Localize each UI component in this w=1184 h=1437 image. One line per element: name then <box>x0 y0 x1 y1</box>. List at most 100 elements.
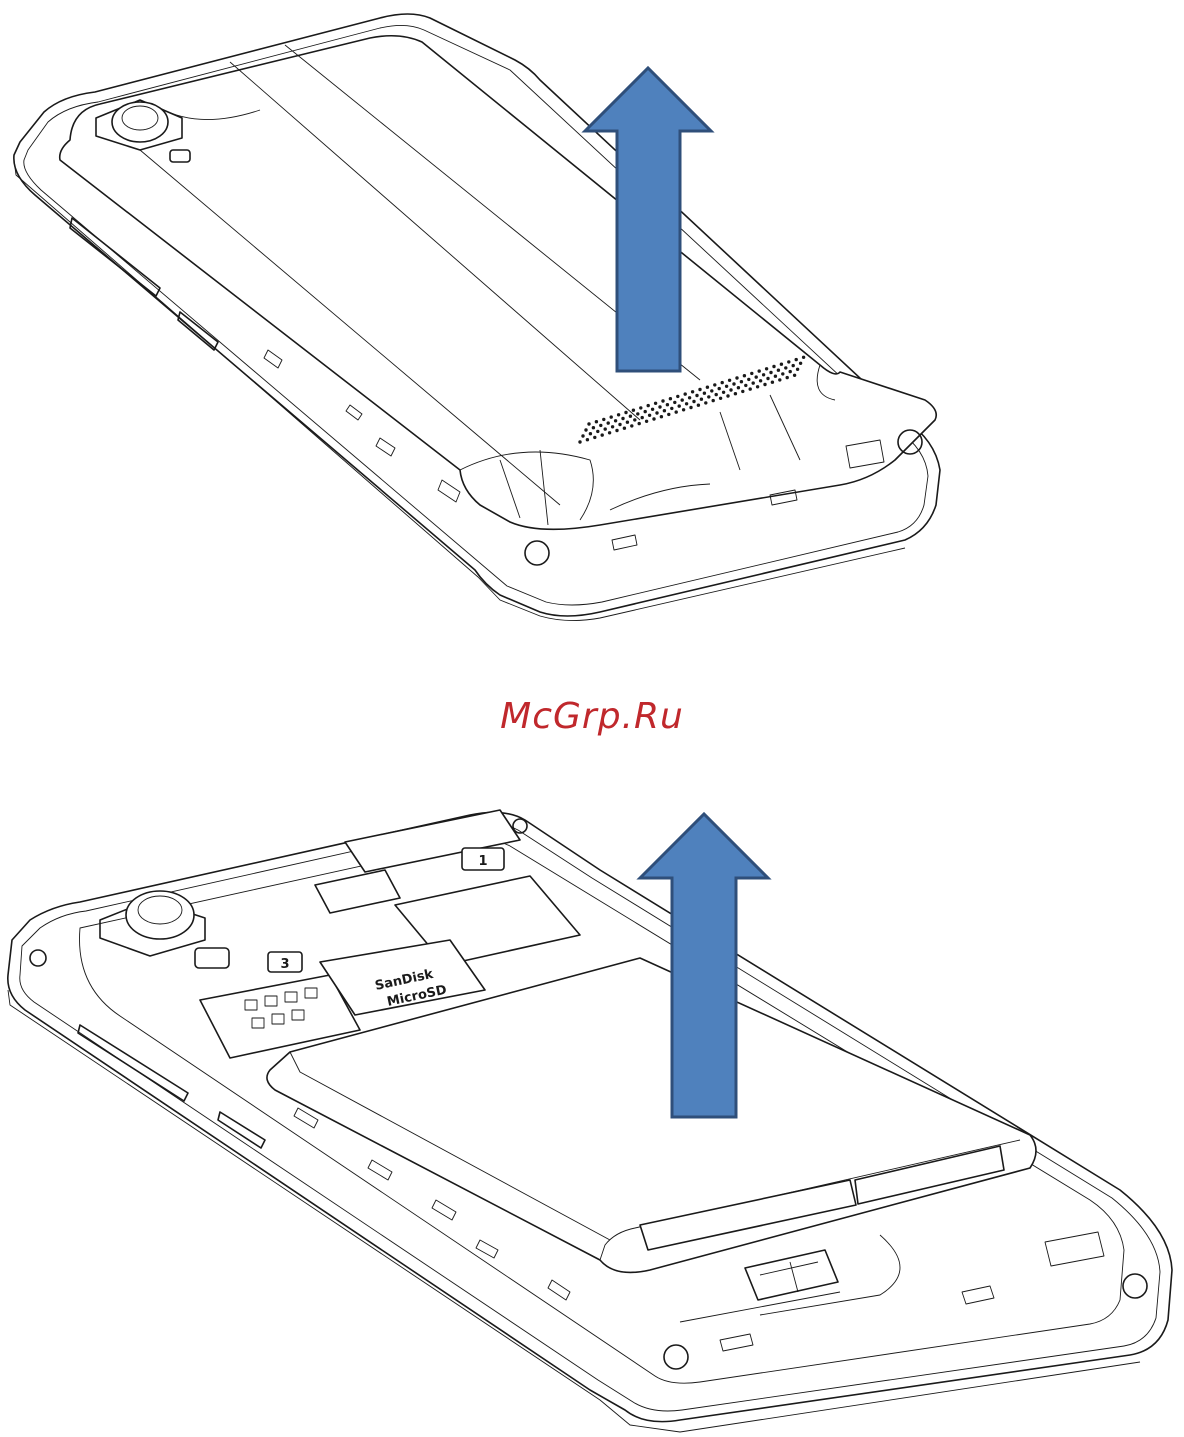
speaker-hole <box>766 377 769 380</box>
screw-hole-icon <box>664 1345 688 1369</box>
speaker-hole <box>706 386 709 389</box>
speaker-hole <box>712 399 715 402</box>
speaker-hole <box>678 404 681 407</box>
speaker-hole <box>789 370 792 373</box>
speaker-hole <box>786 376 789 379</box>
speaker-hole <box>691 390 694 393</box>
speaker-hole <box>652 417 655 420</box>
speaker-hole <box>744 384 747 387</box>
sim-slot-1-label: 1 <box>478 854 487 869</box>
speaker-hole <box>780 363 783 366</box>
speaker-hole <box>618 423 621 426</box>
speaker-hole <box>586 438 589 441</box>
speaker-hole <box>682 408 685 411</box>
speaker-hole <box>802 356 805 359</box>
nfc-contact-icon <box>745 1250 838 1300</box>
speaker-hole <box>743 374 746 377</box>
speaker-hole <box>792 364 795 367</box>
speaker-hole <box>578 440 581 443</box>
speaker-hole <box>587 422 590 425</box>
speaker-hole <box>581 434 584 437</box>
speaker-hole <box>651 408 654 411</box>
speaker-hole <box>684 392 687 395</box>
speaker-hole <box>629 415 632 418</box>
speaker-hole <box>661 399 664 402</box>
speaker-hole <box>707 395 710 398</box>
speaker-hole <box>796 368 799 371</box>
speaker-hole <box>755 375 758 378</box>
speaker-hole <box>692 400 695 403</box>
speaker-hole <box>654 402 657 405</box>
speaker-hole <box>778 378 781 381</box>
speaker-hole <box>771 381 774 384</box>
speaker-hole <box>645 420 648 423</box>
speaker-hole <box>704 401 707 404</box>
speaker-hole <box>676 395 679 398</box>
speaker-hole <box>615 429 618 432</box>
speaker-hole <box>593 436 596 439</box>
speaker-hole <box>647 404 650 407</box>
speaker-hole <box>749 387 752 390</box>
speaker-hole <box>610 415 613 418</box>
speaker-hole <box>617 413 620 416</box>
speaker-hole <box>621 417 624 420</box>
speaker-hole <box>715 393 718 396</box>
speaker-hole <box>774 375 777 378</box>
speaker-hole <box>728 379 731 382</box>
speaker-hole <box>607 421 610 424</box>
speaker-hole <box>759 379 762 382</box>
speaker-hole <box>747 378 750 381</box>
speaker-hole <box>772 365 775 368</box>
speaker-hole <box>595 420 598 423</box>
speaker-hole <box>655 411 658 414</box>
speaker-hole <box>726 394 729 397</box>
speaker-hole <box>675 410 678 413</box>
speaker-hole <box>719 397 722 400</box>
speaker-hole <box>648 414 651 417</box>
watermark-text: McGrp.Ru <box>0 696 1184 737</box>
speaker-hole <box>596 430 599 433</box>
speaker-hole <box>638 422 641 425</box>
speaker-hole <box>663 409 666 412</box>
speaker-hole <box>624 411 627 414</box>
speaker-hole <box>589 432 592 435</box>
speaker-hole <box>741 390 744 393</box>
speaker-hole <box>713 383 716 386</box>
speaker-hole <box>658 405 661 408</box>
speaker-hole <box>660 415 663 418</box>
speaker-hole <box>669 397 672 400</box>
speaker-hole <box>602 418 605 421</box>
speaker-hole <box>787 360 790 363</box>
speaker-hole <box>700 398 703 401</box>
speaker-hole <box>781 372 784 375</box>
speaker-hole <box>611 425 614 428</box>
speaker-hole <box>670 407 673 410</box>
speaker-hole <box>722 391 725 394</box>
speaker-hole <box>599 424 602 427</box>
speaker-hole <box>697 404 700 407</box>
speaker-hole <box>666 403 669 406</box>
speaker-hole <box>762 373 765 376</box>
speaker-hole <box>703 392 706 395</box>
speaker-hole <box>735 376 738 379</box>
screw-hole-icon <box>525 541 549 565</box>
speaker-hole <box>698 388 701 391</box>
speaker-hole <box>752 381 755 384</box>
speaker-hole <box>799 362 802 365</box>
step2-battery-illustration: 1 3 SanDisk MicroSD <box>8 810 1172 1432</box>
speaker-hole <box>689 406 692 409</box>
speaker-hole <box>734 392 737 395</box>
speaker-hole <box>758 369 761 372</box>
speaker-hole <box>592 426 595 429</box>
speaker-hole <box>729 388 732 391</box>
speaker-hole <box>732 382 735 385</box>
speaker-hole <box>604 427 607 430</box>
speaker-hole <box>740 380 743 383</box>
speaker-hole <box>688 396 691 399</box>
volume-button-icon <box>70 218 160 296</box>
speaker-hole <box>721 381 724 384</box>
speaker-hole <box>710 389 713 392</box>
speaker-hole <box>673 401 676 404</box>
volume-button-icon <box>78 1025 188 1101</box>
speaker-hole <box>795 358 798 361</box>
